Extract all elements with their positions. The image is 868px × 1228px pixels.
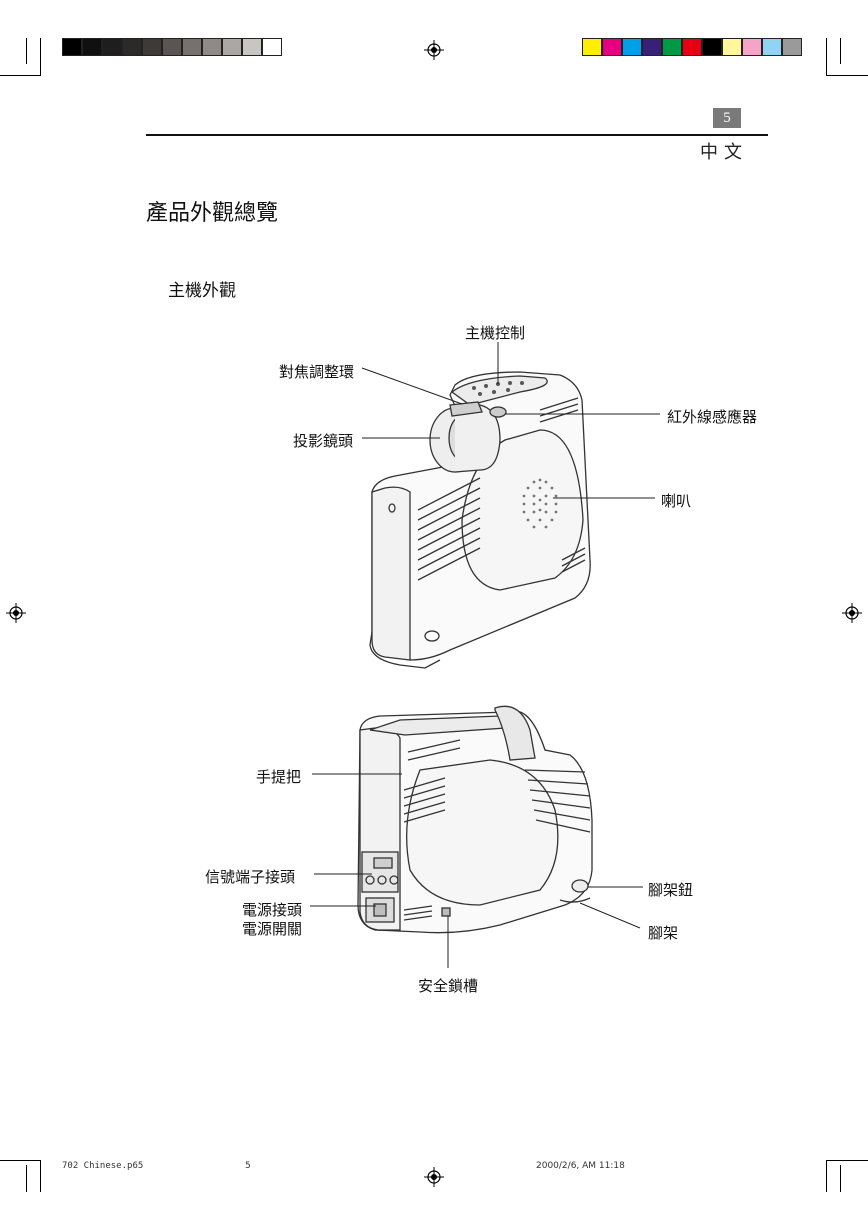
crop-mark: [840, 38, 841, 64]
color-swatch: [702, 38, 722, 56]
color-swatch: [62, 38, 82, 56]
label-speaker: 喇叭: [661, 492, 692, 510]
label-signal-port: 信號端子接頭: [205, 868, 296, 886]
footer-page: 5: [245, 1161, 251, 1171]
color-swatch: [742, 38, 762, 56]
footer-filename: 702 Chinese.p65: [62, 1161, 144, 1171]
crop-mark: [26, 1165, 27, 1192]
color-swatch: [262, 38, 282, 56]
color-swatch: [142, 38, 162, 56]
callout-lines: [310, 342, 660, 968]
color-swatch: [582, 38, 602, 56]
label-handle: 手提把: [256, 768, 302, 786]
label-security-slot: 安全鎖槽: [418, 977, 479, 995]
crop-mark: [826, 38, 827, 76]
label-focus-ring: 對焦調整環: [279, 363, 355, 381]
crop-mark: [40, 38, 41, 76]
crop-mark: [840, 1165, 841, 1192]
crop-mark: [26, 38, 27, 64]
rear-view-projector-drawing: [357, 705, 593, 934]
label-ir-sensor: 紅外線感應器: [667, 408, 758, 426]
color-swatch: [682, 38, 702, 56]
color-swatch: [242, 38, 262, 56]
label-control: 主機控制: [465, 324, 526, 342]
color-swatch: [662, 38, 682, 56]
front-view-projector-drawing: [369, 371, 591, 669]
grayscale-calibration-bar: [62, 38, 282, 56]
speaker-grille-icon: [522, 478, 558, 529]
color-calibration-bar: [582, 38, 802, 56]
language-label: 中文: [700, 142, 748, 163]
page-title: 產品外觀總覽: [146, 201, 279, 226]
section-heading: 主機外觀: [168, 281, 236, 301]
page-number: 5: [713, 108, 741, 128]
registration-mark-icon: [424, 40, 444, 60]
color-swatch: [782, 38, 802, 56]
color-swatch: [602, 38, 622, 56]
label-power-socket: 電源接頭: [242, 901, 303, 919]
color-swatch: [182, 38, 202, 56]
registration-mark-icon: [424, 1167, 444, 1187]
header-rule: [146, 134, 768, 136]
color-swatch: [162, 38, 182, 56]
label-foot-button: 腳架鈕: [648, 881, 694, 899]
color-swatch: [642, 38, 662, 56]
registration-mark-icon: [6, 603, 26, 623]
crop-mark: [40, 1160, 41, 1192]
label-foot: 腳架: [648, 924, 679, 942]
footer-timestamp: 2000/2/6, AM 11:18: [536, 1161, 625, 1171]
label-power-switch: 電源開關: [242, 920, 303, 938]
crop-mark: [826, 75, 868, 76]
color-swatch: [102, 38, 122, 56]
color-swatch: [122, 38, 142, 56]
color-swatch: [762, 38, 782, 56]
color-swatch: [202, 38, 222, 56]
color-swatch: [722, 38, 742, 56]
color-swatch: [622, 38, 642, 56]
crop-mark: [0, 75, 40, 76]
registration-mark-icon: [842, 603, 862, 623]
crop-mark: [826, 1160, 868, 1161]
label-lens: 投影鏡頭: [293, 432, 354, 450]
crop-mark: [0, 1160, 40, 1161]
color-swatch: [222, 38, 242, 56]
crop-mark: [826, 1160, 827, 1192]
color-swatch: [82, 38, 102, 56]
